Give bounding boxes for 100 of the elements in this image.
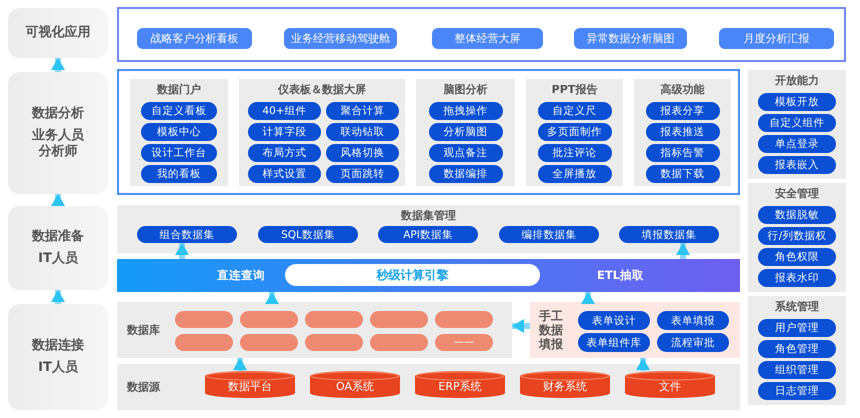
feature-pill: 批注评论 [538,144,612,162]
feature-pill: 报表推送 [646,123,720,141]
database-pill [305,334,363,351]
database-pill [240,334,298,351]
form-panel [530,302,740,358]
feature-pill: 填报数据集 [619,226,719,243]
feature-pill: 日志管理 [758,382,836,400]
database-pill [240,311,298,328]
panel-label: 数据源 [127,380,160,394]
group-title: 高级功能 [660,82,706,97]
application-panel [117,7,846,62]
feature-pill: 表单填报 [657,311,729,330]
layer-card [8,72,108,194]
arrow [233,358,247,371]
feature-pill: 报表分享 [646,102,720,120]
layer-panel [117,302,512,358]
database-pill [175,311,233,328]
feature-pill: 组合数据集 [137,226,237,243]
feature-pill: 流程审批 [657,333,729,352]
layer-title: 数据准备 [32,228,84,245]
feature-pill: 观点备注 [428,144,502,162]
feature-pill: SQL数据集 [258,226,358,243]
layer-title: 可视化应用 [26,24,90,42]
database-pill [175,334,233,351]
group-panel [239,79,405,186]
application-pill: 整体经营大屏 [432,28,543,49]
feature-pill: 表单设计 [578,311,650,330]
database-cylinder: 数据平台 [205,371,295,398]
feature-pill: 计算字段 [248,123,321,141]
feature-pill: 设计工作台 [141,144,217,162]
group-panel [117,205,740,253]
group-title: 开放能力 [774,73,820,88]
feature-pill: 全屏播放 [538,165,612,183]
feature-pill: 表单组件库 [578,333,650,352]
database-pill [305,311,363,328]
database-pill [435,311,493,328]
engine-pill: 秒级计算引擎 [285,264,540,286]
arrow [265,292,279,304]
feature-pill: 报表水印 [758,269,836,287]
feature-pill: 数据编排 [428,165,502,183]
layer-card [8,304,108,410]
arrow [51,290,65,304]
layer-title: 数据连接 [32,338,84,354]
panel-label: 手工数据填报 [539,310,564,352]
feature-pill: 页面跳转 [326,165,399,183]
group-title: 仪表板＆数据大屏 [276,82,367,97]
layer-panel [117,364,740,410]
group-title: 脑图分析 [442,82,488,97]
feature-pill: 组织管理 [758,361,836,379]
feature-pill: 模板开放 [758,93,836,111]
application-pill: 战略客户分析看板 [137,28,252,49]
group-panel [130,79,228,186]
database-cylinder: 文件 [625,371,715,398]
database-pill [370,311,428,328]
feature-pill: 自定义尺 [538,102,612,120]
feature-pill: 数据下载 [646,165,720,183]
arrow [51,58,65,72]
feature-pill: 我的看板 [141,165,217,183]
layer-card [8,206,108,290]
application-pill: 月度分析汇报 [719,28,834,49]
feature-pill: 分析脑图 [428,123,502,141]
layer-card [8,8,108,58]
layer-title: 数据分析 [32,106,84,122]
database-pill: —— [435,334,493,351]
feature-pill: 自定义看板 [141,102,217,120]
feature-pill: 单点登录 [758,135,836,153]
feature-pill: 多页面制作 [538,123,612,141]
group-panel [416,79,515,186]
group-panel [526,79,623,186]
feature-pill: 行/列数据权 [758,227,836,245]
arrow [512,319,530,333]
feature-pill: 拖拽操作 [428,102,502,120]
group-panel [748,183,846,292]
feature-pill: 40+组件 [248,102,321,120]
feature-pill: 模板中心 [141,123,217,141]
layer-title: IT人员 [37,360,79,376]
database-pill [370,334,428,351]
band-label: ETL抽取 [597,268,644,283]
feature-pill: 风格切换 [326,144,399,162]
feature-pill: 样式设置 [248,165,321,183]
feature-pill: 指标告警 [646,144,720,162]
feature-pill: API数据集 [378,226,478,243]
feature-pill: 聚合计算 [326,102,399,120]
panel-label: 数据库 [127,322,160,338]
group-panel [634,79,731,186]
arrow [636,358,650,371]
band-label: 直连查询 [217,268,265,283]
group-panel [748,70,846,179]
layer-title: IT人员 [37,251,79,268]
application-pill: 业务经营移动驾驶舱 [284,28,397,49]
group-title: 数据门户 [156,82,202,97]
feature-pill: 角色权限 [758,248,836,266]
group-panel [748,296,846,405]
database-cylinder: 财务系统 [520,371,610,398]
arrow [51,194,65,206]
feature-pill: 自定义组件 [758,114,836,132]
feature-pill: 联动钻取 [326,123,399,141]
application-pill: 异常数据分析脑图 [574,28,687,49]
analysis-panel [117,69,740,195]
arrow [581,292,595,304]
